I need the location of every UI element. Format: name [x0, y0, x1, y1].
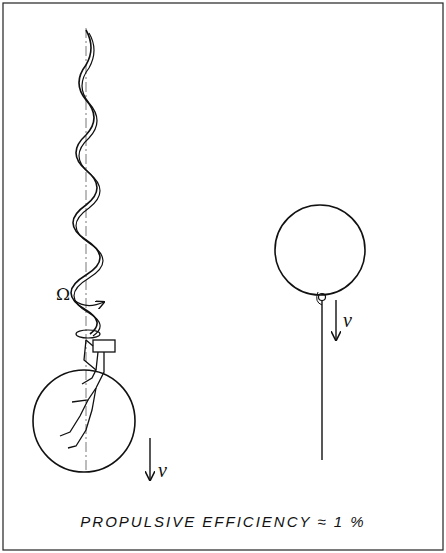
- velocity-label: v: [158, 460, 167, 480]
- tail-loop: [317, 292, 322, 305]
- velocity-arrow: [335, 300, 336, 340]
- cell-body: [33, 370, 135, 472]
- angular-velocity-label: Ω: [56, 286, 70, 303]
- sphere-body: [275, 205, 365, 295]
- helix-tail-edge: [74, 33, 103, 336]
- frame: [3, 3, 443, 550]
- caption: PROPULSIVE EFFICIENCY ≈ 1 %: [80, 514, 365, 529]
- straight-tail: [321, 300, 322, 460]
- motor-hub: [76, 330, 100, 338]
- helix-tail: [71, 30, 100, 334]
- crank-man: [60, 340, 115, 448]
- velocity-arrow: [149, 438, 150, 480]
- velocity-label: v: [343, 310, 352, 330]
- tail-joint: [319, 294, 326, 301]
- rotation-arrow: [74, 300, 104, 306]
